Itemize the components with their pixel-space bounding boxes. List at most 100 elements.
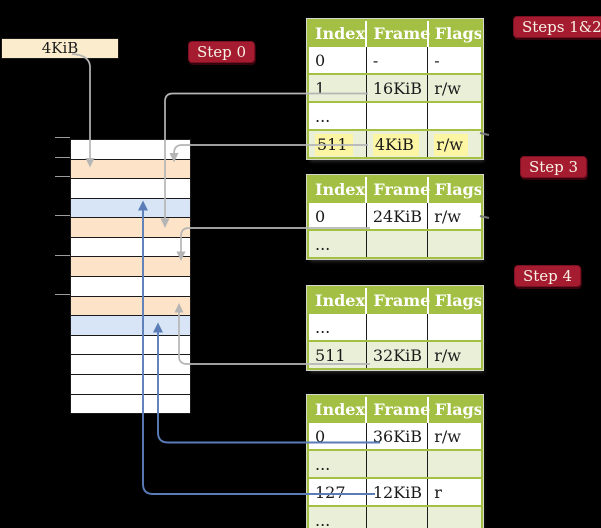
memory-row-orange (71, 159, 190, 180)
arrowhead-up (153, 322, 163, 333)
table-cell (365, 505, 428, 528)
table-row: ... (309, 449, 481, 478)
arrowhead-down (169, 153, 179, 163)
address-tick (55, 176, 70, 177)
table-cell: - (427, 45, 481, 74)
table-row: 0 24KiB r/w (309, 201, 481, 230)
address-tick (55, 294, 70, 295)
memory-row-white (71, 140, 190, 160)
table-cell: 0 (309, 201, 367, 230)
address-tick (55, 215, 70, 216)
address-tick (55, 137, 70, 138)
page-table-2: Index Frame Flags 0 24KiB r/w ... (307, 175, 483, 259)
column-header-frame: Frame (365, 397, 430, 422)
table-row: 0 36KiB r/w (309, 421, 481, 450)
table-header-row: Index Frame Flags (309, 177, 483, 202)
arrow-4kib-label-to-frame (71, 53, 91, 159)
address-tick (55, 157, 70, 158)
table-cell: r (427, 477, 481, 506)
table-row: ... (309, 229, 481, 257)
column-header-flags: Flags (426, 288, 483, 313)
steps-1-2-badge: Steps 1&2 (513, 16, 601, 38)
table-cell (365, 229, 428, 257)
table-header-row: Index Frame Flags (309, 397, 483, 422)
arrow-entry-36kib-to-frame (157, 332, 380, 444)
table-row: ... (309, 312, 481, 341)
table-cell: 36KiB (365, 421, 428, 450)
memory-row-white (71, 277, 190, 297)
memory-row-white (71, 179, 190, 199)
arrow-entry-16kib-to-frame (164, 92, 368, 219)
memory-row-white (71, 374, 190, 395)
table-header-row: Index Frame Flags (309, 288, 483, 313)
table-cell: - (365, 45, 428, 74)
highlight-mark: r/w (434, 133, 468, 156)
column-header-flags: Flags (426, 397, 483, 422)
table-cell: ... (309, 312, 367, 341)
table-row: ... (309, 505, 481, 528)
table-cell: r/w (427, 340, 481, 368)
table-cell (427, 505, 481, 528)
table-cell (365, 312, 428, 341)
arrow-entry-32kib-to-frame (178, 312, 370, 365)
table-cell: r/w (427, 73, 481, 102)
frame-size-label: 4KiB (1, 38, 119, 59)
column-header-index: Index (309, 397, 367, 422)
table-cell (427, 449, 481, 478)
column-header-frame: Frame (365, 177, 430, 202)
table-cell: 4KiB (365, 129, 428, 157)
table-cell: ... (309, 229, 367, 257)
table-cell: ... (309, 449, 367, 478)
page-table-1: Index Frame Flags 0 - - 1 16KiB r/w ... … (307, 19, 483, 159)
memory-row-white (71, 394, 190, 414)
column-header-frame: Frame (365, 288, 430, 313)
memory-row-white (71, 355, 190, 375)
arrowhead-down (160, 218, 170, 228)
table-cell (427, 312, 481, 341)
memory-row-orange (71, 257, 190, 278)
table-cell: 0 (309, 45, 367, 74)
table-cell: 0 (309, 421, 367, 450)
page-table-4: Index Frame Flags 0 36KiB r/w ... 127 12… (307, 395, 483, 528)
arrow-entry-12kib-to-frame (142, 210, 375, 495)
arrowhead-down (176, 251, 186, 261)
step-0-badge: Step 0 (188, 41, 256, 63)
column-header-frame: Frame (365, 21, 430, 46)
column-header-flags: Flags (426, 21, 483, 46)
stub-table2-row0 (479, 215, 490, 219)
table-cell (365, 449, 428, 478)
column-header-flags: Flags (426, 177, 483, 202)
table-row: ... (309, 101, 481, 130)
table-row: 127 12KiB r (309, 477, 481, 506)
table-cell: ... (309, 101, 367, 130)
table-cell: 12KiB (365, 477, 428, 506)
arrow-entry-4kib-to-frame (173, 144, 368, 154)
table-cell (365, 101, 428, 130)
arrow-entry-24kib-to-frame (180, 227, 370, 252)
table-cell (427, 101, 481, 130)
memory-row-white (71, 237, 190, 258)
column-header-index: Index (309, 177, 367, 202)
table-cell: 24KiB (365, 201, 428, 230)
memory-row-white (71, 335, 190, 356)
column-header-index: Index (309, 288, 367, 313)
arrowhead-up (138, 200, 148, 211)
arrowhead-up (174, 303, 184, 313)
memory-row-orange (71, 218, 190, 238)
arrowhead-down (85, 158, 95, 168)
table-cell: 1 (309, 73, 367, 102)
page-table-3: Index Frame Flags ... 511 32KiB r/w (307, 286, 483, 370)
memory-row-orange (71, 296, 190, 317)
table-header-row: Index Frame Flags (309, 21, 483, 46)
table-cell: r/w (427, 129, 481, 157)
table-cell: 32KiB (365, 340, 428, 368)
table-cell: ... (309, 505, 367, 528)
address-tick (55, 255, 70, 256)
stub-table1-row511 (479, 132, 490, 136)
column-header-index: Index (309, 21, 367, 46)
table-cell (427, 229, 481, 257)
step-3-badge: Step 3 (520, 156, 588, 178)
memory-row-blue (71, 198, 190, 219)
table-row: 0 - - (309, 45, 481, 74)
